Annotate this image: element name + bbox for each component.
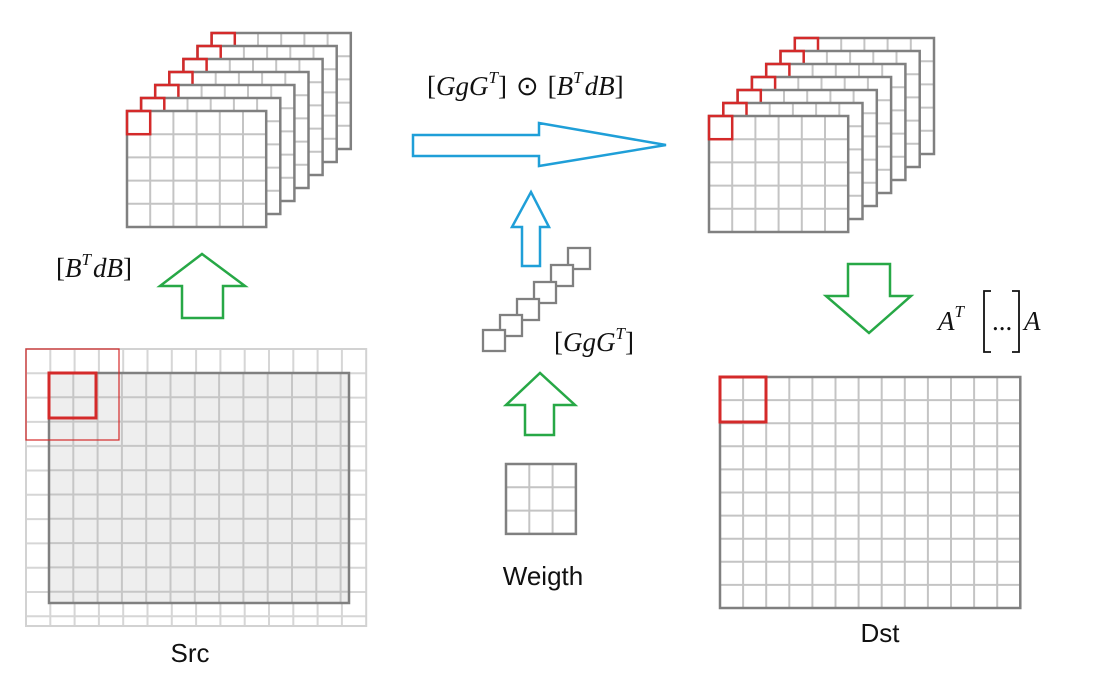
green-down-arrow-icon bbox=[822, 262, 915, 335]
output-transform-formula: AT ... A bbox=[936, 290, 1041, 353]
blue-right-arrow-icon bbox=[411, 121, 667, 168]
matrix-b: B bbox=[65, 253, 82, 283]
input-transform-formula: [BTdB] bbox=[56, 250, 132, 283]
transpose-mark: T bbox=[955, 302, 966, 321]
src-label: Src bbox=[171, 638, 210, 668]
grid-border bbox=[504, 462, 578, 536]
transpose-mark: T bbox=[82, 250, 93, 269]
transformed-input-stack bbox=[125, 31, 353, 229]
src-feature-map bbox=[25, 348, 368, 628]
src-inner-border bbox=[47, 371, 351, 605]
grid-border bbox=[718, 375, 1022, 610]
transformed-kernel-square bbox=[532, 280, 558, 305]
tile-layer bbox=[707, 114, 850, 234]
dst-label: Dst bbox=[861, 618, 901, 648]
matrix-a: A bbox=[936, 306, 955, 336]
grid-border bbox=[25, 348, 368, 628]
matrix-g: G bbox=[596, 327, 616, 357]
transformed-product-stack bbox=[707, 36, 936, 234]
receptive-window bbox=[25, 348, 120, 441]
weight-kernel bbox=[504, 462, 578, 536]
matrix-g: G bbox=[436, 71, 456, 101]
elementwise-product-formula: [GgGT]⊙[BTdB] bbox=[427, 68, 624, 101]
matrix-b: B bbox=[598, 71, 615, 101]
grid-border bbox=[707, 114, 850, 234]
matrix-g: G bbox=[563, 327, 583, 357]
transpose-mark: T bbox=[616, 324, 627, 343]
tile-highlight bbox=[47, 371, 98, 420]
big-bracket-close bbox=[1012, 290, 1020, 353]
transformed-kernel-chain bbox=[481, 246, 592, 353]
bracket-close: ] bbox=[498, 71, 507, 101]
green-up-arrow-icon bbox=[156, 252, 249, 320]
src-inner-region bbox=[49, 373, 349, 603]
tile-d: d bbox=[93, 253, 107, 283]
green-up-arrow-icon bbox=[502, 371, 579, 437]
tile-d: d bbox=[585, 71, 599, 101]
transformed-kernel-square bbox=[566, 246, 592, 271]
transformed-kernel-square bbox=[549, 263, 575, 288]
kernel-g: g bbox=[456, 71, 470, 101]
output-tile-highlight bbox=[718, 375, 768, 424]
arrows bbox=[156, 121, 915, 437]
bracket-close: ] bbox=[625, 327, 634, 357]
ellipsis: ... bbox=[992, 306, 1012, 336]
transpose-mark: T bbox=[573, 68, 584, 87]
grid-border bbox=[125, 109, 268, 229]
weight-label: Weigth bbox=[503, 561, 583, 591]
matrix-a: A bbox=[1022, 306, 1041, 336]
matrix-b: B bbox=[106, 253, 123, 283]
blue-up-arrow-icon bbox=[509, 189, 552, 268]
hadamard-operator: ⊙ bbox=[516, 71, 539, 101]
svg-text:AT: AT bbox=[936, 302, 966, 336]
tile-corner-highlight bbox=[125, 109, 152, 136]
bracket-open: [ bbox=[56, 253, 65, 283]
grid-background bbox=[506, 464, 576, 534]
bracket-open: [ bbox=[427, 71, 436, 101]
transformed-kernel-square bbox=[481, 328, 507, 353]
tile-corner-highlight bbox=[707, 114, 734, 141]
tile-layer bbox=[125, 109, 268, 229]
bracket-open: [ bbox=[554, 327, 563, 357]
bracket-open: [ bbox=[548, 71, 557, 101]
dst-feature-map bbox=[718, 375, 1022, 610]
transpose-mark: T bbox=[489, 68, 500, 87]
big-bracket-open bbox=[983, 290, 991, 353]
kernel-transform-formula: [GgGT] bbox=[554, 324, 634, 357]
matrix-b: B bbox=[557, 71, 574, 101]
bracket-close: ] bbox=[615, 71, 624, 101]
bracket-close: ] bbox=[123, 253, 132, 283]
matrix-g: G bbox=[469, 71, 489, 101]
kernel-g: g bbox=[583, 327, 597, 357]
